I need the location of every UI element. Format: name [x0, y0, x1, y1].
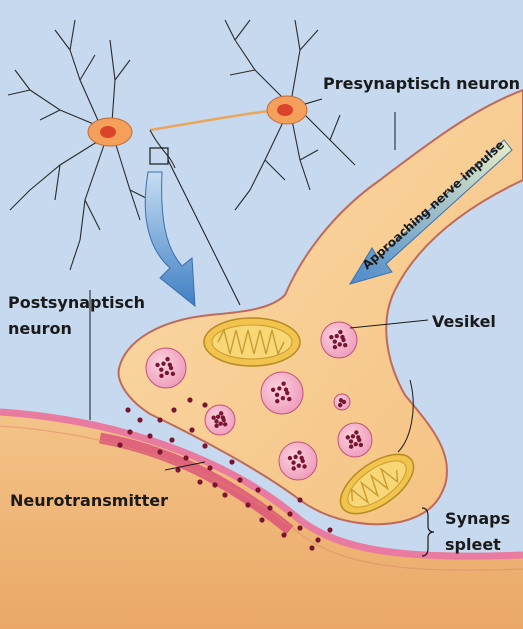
- neurotransmitter-dot: [222, 492, 228, 498]
- neurotransmitter-dot: [229, 459, 235, 465]
- neurotransmitter-dot: [327, 527, 333, 533]
- vesicle-icon: [204, 404, 236, 436]
- neurotransmitter-dot: [207, 465, 213, 471]
- neurotransmitter-dot: [183, 455, 189, 461]
- postsynaptic-membrane-inner-line: [0, 425, 523, 571]
- neurotransmitter-dot: [297, 525, 303, 531]
- neurotransmitter-dot: [281, 532, 287, 538]
- vesicle-icon: [333, 393, 351, 411]
- mitochondrion-leader: [397, 379, 414, 453]
- mitochondrion-icon: [203, 317, 301, 367]
- zoom-box: [149, 147, 169, 165]
- neurotransmitter-dot: [137, 417, 143, 423]
- neurotransmitter-dot: [171, 407, 177, 413]
- neurotransmitter-dot: [212, 482, 218, 488]
- cleft-label-line1: Synaps: [445, 509, 510, 528]
- presynaptic-leader: [304, 98, 323, 105]
- neurotransmitter-dot: [187, 397, 193, 403]
- presynaptic-label: Presynaptisch neuron: [323, 74, 520, 93]
- neurotransmitter-dot: [259, 517, 265, 523]
- postsynaptic-label-line2: neuron: [8, 319, 72, 338]
- neuron-cell-icon: [7, 19, 356, 271]
- neurotransmitter-dot: [189, 427, 195, 433]
- vesicle-icon: [320, 321, 358, 359]
- postsynaptic-membrane: [0, 408, 523, 560]
- neurotransmitter-dot: [157, 417, 163, 423]
- cleft-label-line2: spleet: [445, 535, 501, 554]
- neurotransmitter-dot: [315, 537, 321, 543]
- neurotransmitter-dot: [245, 502, 251, 508]
- vesicle-label: Vesikel: [432, 312, 496, 331]
- vesicle-icon: [260, 371, 304, 415]
- neurotransmitter-dot: [202, 402, 208, 408]
- neurotransmitter-dot: [157, 449, 163, 455]
- vesicle-icon: [337, 422, 373, 458]
- neurotransmitter-label: Neurotransmitter: [10, 491, 168, 510]
- neurotransmitter-leader: [164, 461, 206, 471]
- postsynaptic-membrane-highlight: [99, 432, 294, 535]
- postsynaptic-label-line1: Postsynaptisch: [8, 293, 145, 312]
- neurotransmitter-dot: [125, 407, 131, 413]
- neurotransmitter-dot: [255, 487, 261, 493]
- vesicles: [145, 321, 373, 481]
- vesicle-icon: [145, 347, 187, 389]
- neurotransmitter-dot: [237, 477, 243, 483]
- neurotransmitter-dot: [309, 545, 315, 551]
- cleft-bracket: [421, 507, 435, 557]
- neurotransmitter-dot: [297, 497, 303, 503]
- neurotransmitter-dot: [127, 429, 133, 435]
- neurotransmitter-dot: [117, 442, 123, 448]
- neurotransmitter-dot: [202, 443, 208, 449]
- neurotransmitter-dot: [197, 479, 203, 485]
- zoom-line: [167, 159, 241, 306]
- neurotransmitter-dot: [267, 505, 273, 511]
- neurotransmitter-dot: [169, 437, 175, 443]
- arrow-icon: [144, 171, 196, 308]
- mitochondrion-icon: [339, 453, 415, 515]
- neurotransmitter-dot: [175, 467, 181, 473]
- vesicle-leader: [349, 319, 429, 329]
- neuron-cell-bodies: [87, 95, 308, 147]
- neurotransmitter-molecules: [117, 397, 333, 551]
- neurotransmitter-dot: [287, 511, 293, 517]
- neurotransmitter-dot: [147, 433, 153, 439]
- vesicle-icon: [278, 441, 318, 481]
